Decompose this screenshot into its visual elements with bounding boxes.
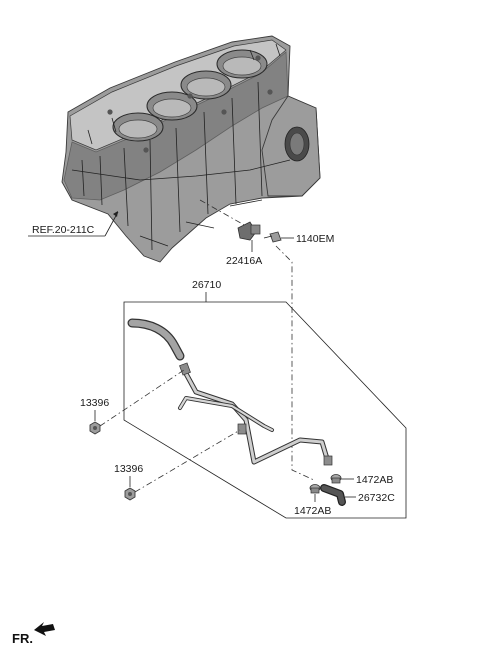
elbow-hose[interactable] [320, 484, 346, 506]
sensor-bolt-label: 1140EM [296, 233, 334, 245]
pipe-assembly-label: 26710 [192, 279, 221, 291]
nut-upper-label: 13396 [80, 397, 109, 409]
cylinder-bore-1 [112, 112, 164, 142]
sensor-bolt[interactable] [263, 231, 282, 243]
cylinder-bore-2 [146, 91, 198, 121]
front-indicator-label: FR. [12, 631, 33, 646]
elbow-hose-label: 26732C [358, 492, 395, 504]
nut-lower[interactable] [124, 487, 136, 501]
knock-sensor[interactable] [237, 221, 261, 241]
cylinder-bore-3 [180, 70, 232, 100]
pipe-assembly-frame [123, 301, 407, 519]
ref-callout[interactable]: REF.20-211C [28, 211, 119, 237]
front-indicator: FR. [12, 622, 55, 646]
cylinder-block[interactable] [61, 35, 321, 263]
clamp-bottom-label: 1472AB [294, 505, 331, 517]
hose-clamp-right[interactable] [330, 474, 342, 484]
nut-lower-label: 13396 [114, 463, 143, 475]
clamp-right-label: 1472AB [356, 474, 393, 486]
nut-upper[interactable] [89, 421, 101, 435]
coolant-pipe[interactable] [178, 362, 333, 466]
coolant-hose-upper[interactable] [127, 318, 185, 361]
front-arrow-icon [34, 622, 55, 636]
sensor-label: 22416A [226, 255, 262, 267]
cylinder-bore-4 [216, 49, 268, 79]
hose-clamp-bottom[interactable] [309, 484, 321, 494]
ref-label: REF.20-211C [32, 224, 95, 236]
